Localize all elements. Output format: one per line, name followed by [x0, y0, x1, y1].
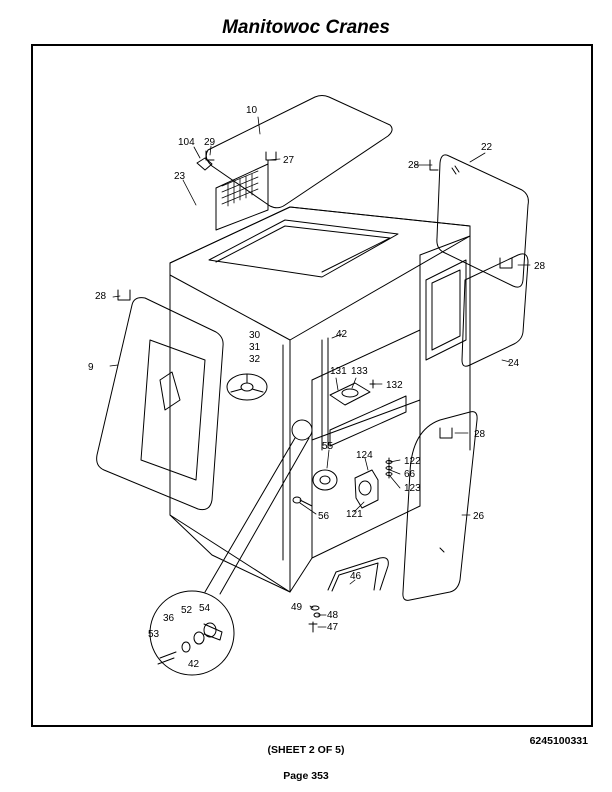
- callout-10: 10: [246, 105, 258, 116]
- callout-36: 36: [163, 613, 175, 624]
- callout-42: 42: [336, 329, 348, 340]
- callout-49: 49: [291, 602, 303, 613]
- rear-panel-23: [215, 163, 269, 231]
- callout-28-rear: 28: [408, 160, 420, 171]
- roof-glass-10: [205, 95, 393, 209]
- cab-side-window: [425, 259, 467, 361]
- front-window-9: [96, 297, 224, 511]
- callout-28-left: 28: [95, 291, 107, 302]
- callout-27: 27: [283, 155, 295, 166]
- sheet-indicator: (SHEET 2 OF 5): [267, 744, 345, 756]
- grille-pattern: [221, 170, 259, 207]
- callout-123: 123: [404, 483, 421, 494]
- drawing-frame: [31, 44, 593, 727]
- callout-30: 30: [249, 330, 261, 341]
- callout-9: 9: [88, 362, 94, 373]
- handle-46: [327, 557, 389, 591]
- callout-26: 26: [473, 511, 485, 522]
- callout-132: 132: [386, 380, 403, 391]
- callout-133: 133: [351, 366, 368, 377]
- callout-28-side: 28: [534, 261, 546, 272]
- side-window-24: [461, 253, 529, 367]
- detail-origin-circle: [291, 419, 313, 441]
- callout-122: 122: [404, 456, 421, 467]
- callout-53: 53: [148, 629, 160, 640]
- door-window-26: [402, 411, 478, 601]
- mount-121: [354, 469, 379, 509]
- callout-104: 104: [178, 137, 195, 148]
- callout-24: 24: [508, 358, 520, 369]
- bracket-28-door: [439, 427, 453, 439]
- callout-22: 22: [481, 142, 493, 153]
- column-42: [321, 337, 329, 451]
- callout-124: 124: [356, 450, 373, 461]
- bracket-28-left: [117, 289, 131, 301]
- callout-23: 23: [174, 171, 186, 182]
- clip-104: [196, 157, 213, 171]
- callout-56: 56: [318, 511, 330, 522]
- callout-131: 131: [330, 366, 347, 377]
- callout-121: 121: [346, 509, 363, 520]
- rear-window-22: [436, 154, 529, 288]
- roof-opening: [208, 219, 399, 278]
- callout-48: 48: [327, 610, 339, 621]
- callout-52: 52: [181, 605, 193, 616]
- motor-55: [312, 469, 338, 491]
- bracket-28-side: [499, 257, 513, 269]
- callout-46: 46: [350, 571, 362, 582]
- bracket-28-rear: [429, 159, 439, 171]
- page-header-title: Manitowoc Cranes: [222, 17, 390, 38]
- callout-54: 54: [199, 603, 211, 614]
- callout-31: 31: [249, 342, 261, 353]
- callout-55: 55: [322, 441, 334, 452]
- callout-32: 32: [249, 354, 261, 365]
- callout-29: 29: [204, 137, 216, 148]
- detail-magnified-circle: [149, 590, 235, 676]
- seat-mount-133: [329, 382, 371, 406]
- document-number: 6245100331: [529, 735, 588, 747]
- callout-47: 47: [327, 622, 339, 633]
- callout-42-detail: 42: [188, 659, 200, 670]
- callout-66: 66: [404, 469, 416, 480]
- callout-28-door: 28: [474, 429, 486, 440]
- page-number: Page 353: [283, 770, 329, 782]
- bracket-29: [205, 150, 215, 161]
